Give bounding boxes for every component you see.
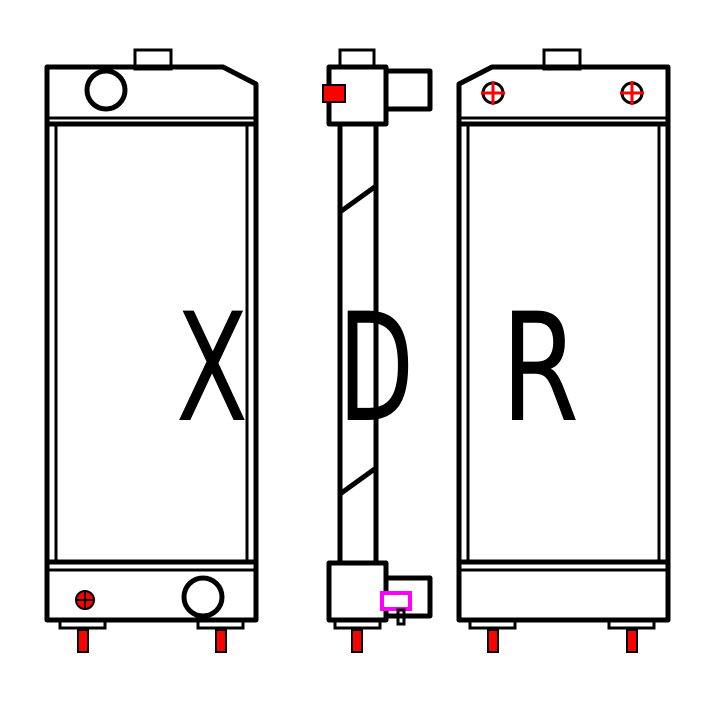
top-tank xyxy=(44,64,259,127)
mount-pin xyxy=(77,629,89,653)
mount-pin xyxy=(351,629,363,653)
sensor xyxy=(380,591,412,611)
mount-pin xyxy=(487,629,499,653)
bottom-tank-side xyxy=(326,560,389,623)
bottom-tank-rear xyxy=(456,559,671,623)
top-tank-rear xyxy=(456,64,671,127)
mount-pin xyxy=(626,629,638,653)
fitting xyxy=(322,84,346,103)
watermark-letter: R xyxy=(501,282,579,456)
outlet-port xyxy=(181,575,225,619)
side-view xyxy=(322,48,433,653)
front-view xyxy=(44,48,259,653)
mount-pin xyxy=(215,629,227,653)
bottom-tank xyxy=(44,559,259,623)
rear-view xyxy=(456,48,671,653)
inlet-port xyxy=(84,68,128,112)
watermark-letter: X xyxy=(176,282,248,456)
inlet-pipe xyxy=(383,68,433,112)
watermark-letter: D xyxy=(338,282,414,456)
